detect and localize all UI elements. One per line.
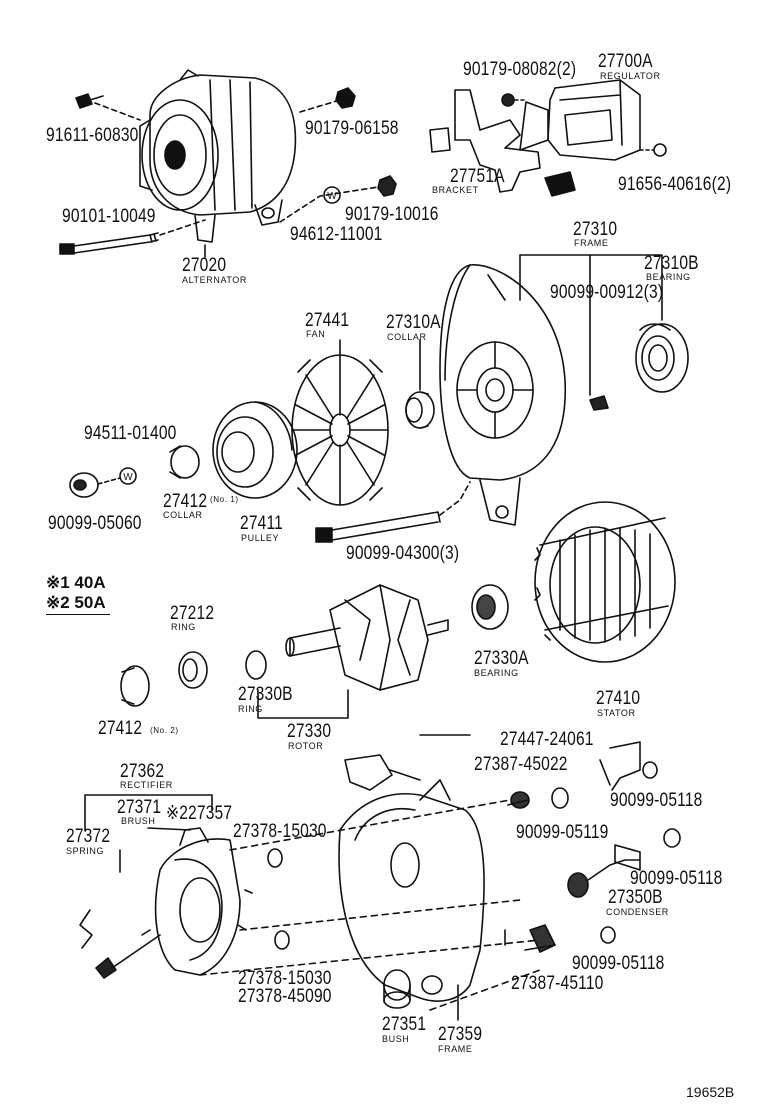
part-name-bearing: BEARING — [646, 272, 691, 282]
part-number-90099-05119[interactable]: 90099-05119 — [516, 822, 609, 843]
svg-text:W: W — [327, 191, 337, 202]
collar-27310A-art — [405, 339, 435, 429]
terminal-parts-art — [267, 741, 681, 953]
part-name-frame-rear: FRAME — [438, 1044, 473, 1054]
bearing-27330A-art — [471, 584, 509, 630]
part-name-ring-b: RING — [238, 704, 263, 714]
part-number-27351[interactable]: 27351 — [382, 1014, 427, 1035]
regulator-bracket-art — [429, 79, 667, 197]
assembly-lines-art — [199, 799, 541, 1011]
part-number-91611[interactable]: 91611-60830 — [46, 125, 139, 146]
part-number-27310[interactable]: 27310 — [573, 219, 618, 240]
bearing-27310B-art — [635, 323, 689, 393]
part-number-94511[interactable]: 94511-01400 — [84, 423, 177, 444]
part-number-90099-05118-top[interactable]: 90099-05118 — [610, 790, 703, 811]
part-name-spring: SPRING — [66, 846, 105, 856]
part-number-90179-08082[interactable]: 90179-08082(2) — [463, 59, 577, 80]
part-number-27387-45022[interactable]: 27387-45022 — [474, 754, 568, 775]
stator-27410-art — [534, 501, 676, 663]
part-number-90099-05118-mid[interactable]: 90099-05118 — [630, 868, 723, 889]
frame-27310-art — [439, 254, 663, 526]
note-50a: ※2 50A — [46, 593, 106, 612]
part-number-27447[interactable]: 27447-24061 — [500, 729, 594, 750]
part-name-bracket: BRACKET — [432, 185, 479, 195]
part-number-90099-00912[interactable]: 90099-00912(3) — [550, 282, 664, 303]
part-number-27412-no2[interactable]: 27412 — [98, 718, 143, 739]
part-number-27378-top[interactable]: 27378-15030 — [233, 821, 327, 842]
part-name-pulley: PULLEY — [241, 533, 280, 543]
part-number-27371[interactable]: 27371 — [117, 797, 162, 818]
rectifier-assembly-art — [79, 794, 253, 979]
part-number-27330B[interactable]: 27330B — [238, 684, 293, 705]
ring-27212-art — [178, 651, 208, 689]
part-number-27412-no1[interactable]: 27412 — [163, 491, 208, 512]
part-number-27751A[interactable]: 27751A — [450, 166, 505, 187]
part-number-90099-05118-bottom[interactable]: 90099-05118 — [572, 953, 665, 974]
part-number-94612[interactable]: 94612-11001 — [290, 224, 383, 245]
part-sub-no1: (No. 1) — [210, 495, 239, 504]
collar-27412-no1-art — [169, 445, 200, 479]
bolt-04300-art — [315, 481, 471, 543]
part-name-ring: RING — [171, 622, 196, 632]
note-divider — [46, 614, 110, 615]
screw-00912-art — [589, 395, 609, 411]
bush-27351-art — [383, 969, 411, 1009]
bolt-90101-art — [59, 232, 159, 255]
nut-05060-art — [69, 472, 121, 498]
part-name-collar: COLLAR — [387, 332, 427, 342]
part-name-condenser: CONDENSER — [606, 907, 669, 917]
part-name-regulator: REGULATOR — [600, 71, 661, 81]
part-name-bearing-a: BEARING — [474, 668, 519, 678]
part-number-27387-45110[interactable]: 27387-45110 — [511, 973, 604, 994]
part-number-27350B[interactable]: 27350B — [608, 887, 663, 908]
bolt-91611-art — [75, 93, 104, 109]
part-number-27378-bottom[interactable]: 27378-45090 — [238, 986, 332, 1007]
part-number-27378-mid[interactable]: 27378-15030 — [238, 968, 332, 989]
alternator-assembly-art — [94, 69, 386, 258]
part-number-90179-06158[interactable]: 90179-06158 — [305, 118, 399, 139]
part-number-27020[interactable]: 27020 — [182, 255, 227, 276]
part-number-27330[interactable]: 27330 — [287, 721, 332, 742]
part-number-27310B[interactable]: 27310B — [644, 253, 699, 274]
part-name-rotor: ROTOR — [288, 741, 324, 751]
rear-frame-27359-art — [338, 754, 485, 1021]
part-number-27310A[interactable]: 27310A — [386, 312, 441, 333]
part-number-27441[interactable]: 27441 — [305, 310, 350, 331]
part-name-bush: BUSH — [382, 1034, 410, 1044]
part-name-fan: FAN — [306, 329, 326, 339]
part-number-27330A[interactable]: 27330A — [474, 648, 529, 669]
part-number-27372[interactable]: 27372 — [66, 826, 111, 847]
washer-94511-art: W — [119, 467, 137, 485]
part-name-rectifier: RECTIFIER — [120, 780, 173, 790]
part-name-brush: BRUSH — [121, 816, 156, 826]
part-name-stator: STATOR — [597, 708, 636, 718]
part-number-90099-04300[interactable]: 90099-04300(3) — [346, 543, 460, 564]
part-sub-no2: (No. 2) — [150, 726, 179, 735]
part-number-27357[interactable]: ※227357 — [166, 803, 233, 824]
part-number-91656[interactable]: 91656-40616(2) — [618, 174, 732, 195]
part-name-frame: FRAME — [574, 238, 609, 248]
part-number-27212[interactable]: 27212 — [170, 603, 215, 624]
figure-id: 19652B — [686, 1084, 735, 1100]
part-number-90179-10016[interactable]: 90179-10016 — [345, 204, 439, 225]
note-40a: ※1 40A — [46, 573, 106, 592]
collar-27412-no2-art — [120, 665, 150, 707]
part-name-collar-no1: COLLAR — [163, 510, 203, 520]
part-number-27359[interactable]: 27359 — [438, 1024, 483, 1045]
part-number-27362[interactable]: 27362 — [120, 761, 165, 782]
part-name-alternator: ALTERNATOR — [182, 275, 248, 285]
part-number-90101[interactable]: 90101-10049 — [62, 206, 156, 227]
rotor-27330-art — [285, 584, 449, 691]
pulley-27411-art — [212, 401, 298, 499]
svg-text:W: W — [123, 472, 133, 483]
part-number-27700A[interactable]: 27700A — [598, 51, 653, 72]
part-number-27410[interactable]: 27410 — [596, 688, 641, 709]
ring-27330B-art — [245, 650, 267, 680]
part-number-90099-05060[interactable]: 90099-05060 — [48, 513, 142, 534]
fan-27441-art — [291, 339, 389, 506]
part-number-27411[interactable]: 27411 — [240, 513, 283, 534]
nut-washer-art: W — [323, 87, 397, 204]
